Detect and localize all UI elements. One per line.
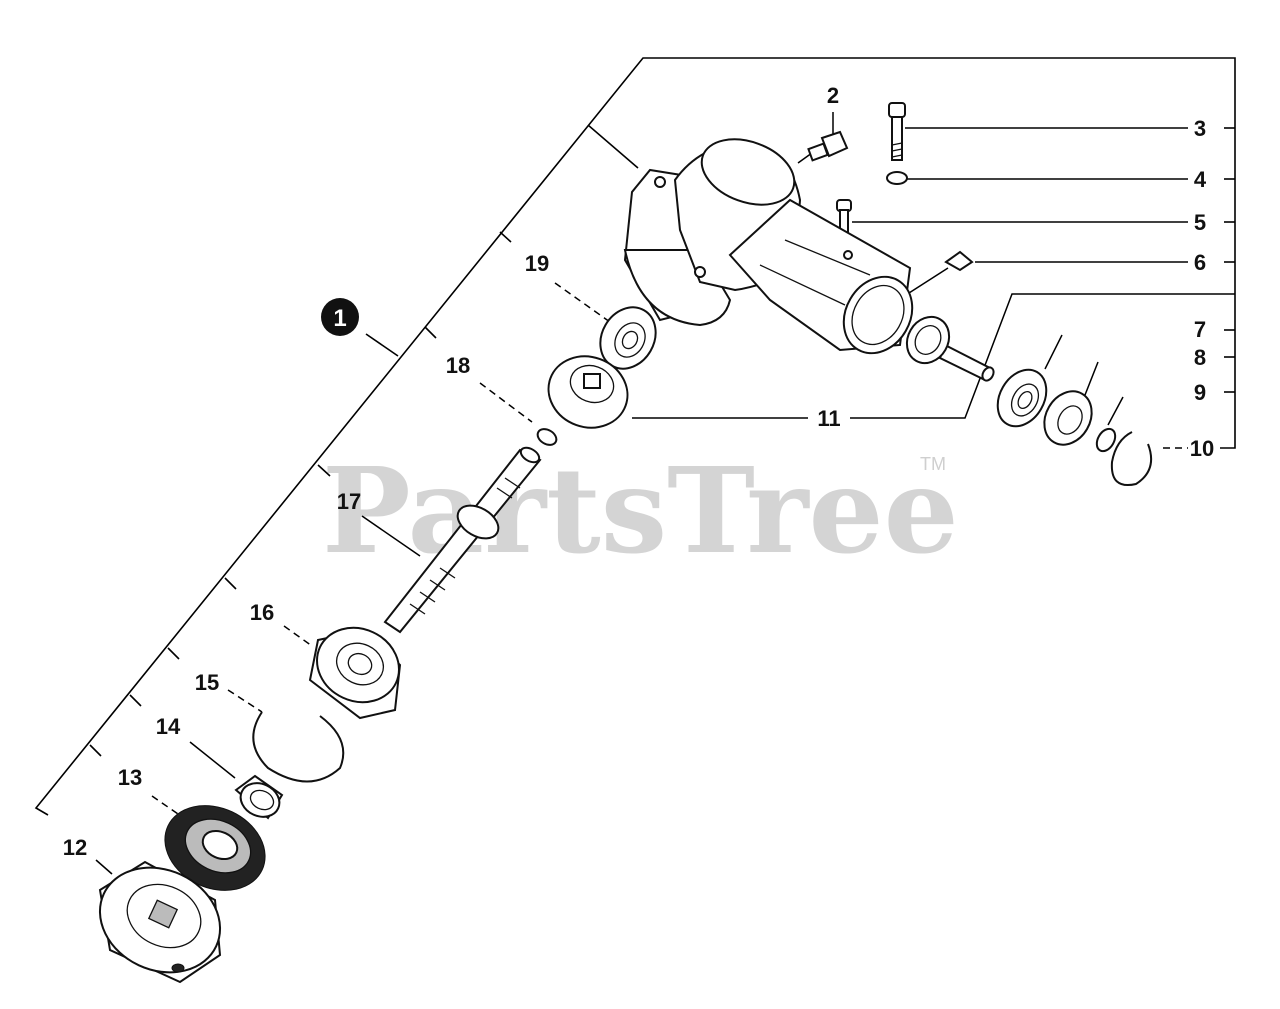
part-label-14: 14: [156, 714, 181, 739]
bolt-part-3: [888, 102, 906, 161]
bearing-part-7: [996, 368, 1048, 428]
part-label-12: 12: [63, 835, 87, 860]
bearing-part-19: [599, 306, 657, 370]
part-label-11: 11: [817, 406, 840, 431]
part-label-5: 5: [1194, 210, 1206, 235]
bearing-part-16: [308, 626, 402, 720]
bolt-part-2: [807, 130, 849, 162]
assembly-callout-number: 1: [333, 305, 346, 332]
bearing-part-8: [1043, 390, 1093, 446]
gearcase-housing: [623, 138, 914, 355]
snap-ring-part-10: [1110, 431, 1152, 486]
part-label-16: 16: [250, 600, 274, 625]
bushing-part-14: [234, 774, 284, 820]
part-label-8: 8: [1194, 345, 1206, 370]
part-label-4: 4: [1194, 167, 1207, 192]
part-label-10: 10: [1190, 436, 1214, 461]
oil-seal-part-13: [164, 805, 266, 891]
bevel-gear-part-11: [547, 355, 629, 429]
ring-part-9: [1095, 427, 1117, 453]
assembly-bracket: [34, 57, 1236, 816]
part-label-6: 6: [1194, 250, 1206, 275]
part-label-19: 19: [525, 251, 549, 276]
circlip-part-15: [252, 711, 345, 783]
part-labels: 2 3 4 5 6 7 8 9 10 11 12 13 14 15 16 17 …: [63, 83, 1214, 860]
leader-lines: [95, 112, 1235, 875]
part-label-17: 17: [337, 489, 361, 514]
part-label-2: 2: [827, 83, 839, 108]
plate-part-6: [944, 250, 974, 272]
part-label-15: 15: [195, 670, 219, 695]
pinion-gear-shaft: [905, 315, 995, 382]
trademark-symbol: TM: [920, 454, 946, 474]
part-label-7: 7: [1194, 317, 1206, 342]
ring-part-18: [536, 428, 558, 446]
partstree-watermark: PartsTree: [322, 441, 959, 580]
drive-shaft-part-17: [383, 446, 542, 634]
holder-part-12: [98, 860, 222, 984]
assembly-callout: 1: [321, 298, 359, 336]
part-label-18: 18: [446, 353, 470, 378]
part-label-3: 3: [1194, 116, 1206, 141]
part-label-9: 9: [1194, 380, 1206, 405]
part-label-13: 13: [118, 765, 142, 790]
washer-part-4: [886, 171, 908, 185]
